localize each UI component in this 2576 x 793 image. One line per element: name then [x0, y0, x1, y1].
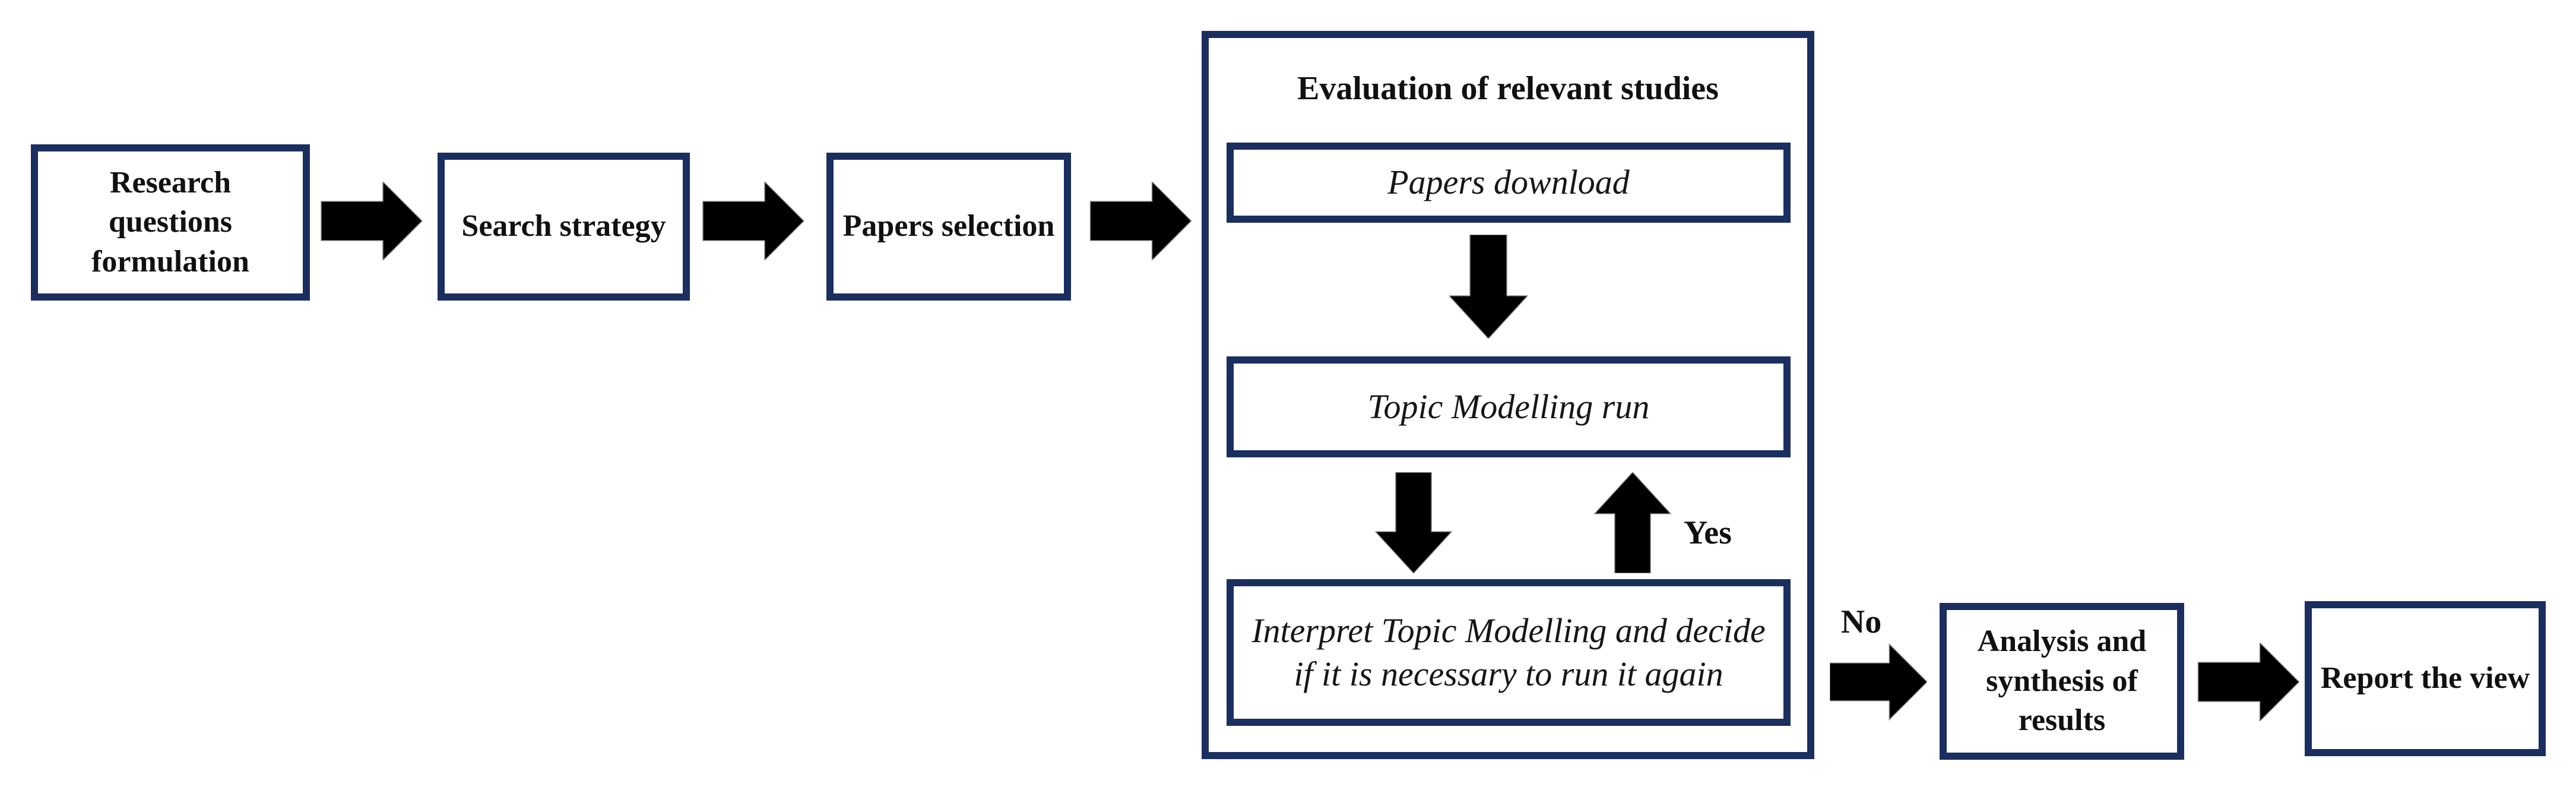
arrow-down-icon	[1374, 472, 1453, 573]
analysis-box: Analysis and synthesis of results	[1940, 603, 2184, 760]
step-label-search-strategy: Search strategy	[461, 209, 666, 244]
evaluation-title: Evaluation of relevant studies	[1297, 70, 1719, 107]
arrow-right-icon	[2197, 643, 2300, 721]
report-box: Report the view	[2305, 601, 2546, 756]
report-label: Report the view	[2320, 661, 2530, 696]
evaluation-container: Evaluation of relevant studies Papers do…	[1202, 31, 1814, 759]
arrow-right-icon	[1089, 182, 1192, 260]
topic-modelling-box: Topic Modelling run	[1227, 356, 1791, 457]
arrow-right-icon	[1830, 643, 1927, 721]
topic-modelling-label: Topic Modelling run	[1367, 387, 1650, 426]
yes-label: Yes	[1684, 514, 1732, 551]
step-label-research-questions: Research questions formulation	[91, 165, 249, 279]
arrow-down-icon	[1449, 235, 1528, 339]
step-box-papers-selection: Papers selection	[826, 153, 1071, 301]
step-box-search-strategy: Search strategy	[438, 153, 690, 301]
no-label: No	[1840, 604, 1882, 640]
papers-download-label: Papers download	[1387, 163, 1630, 202]
step-box-research-questions: Research questions formulation	[31, 144, 310, 301]
arrow-up-icon	[1593, 472, 1672, 573]
interpret-box: Interpret Topic Modelling and decide if …	[1227, 579, 1791, 726]
analysis-label: Analysis and synthesis of results	[1977, 624, 2147, 738]
step-label-papers-selection: Papers selection	[842, 209, 1055, 244]
arrow-right-icon	[702, 182, 804, 260]
arrow-right-icon	[321, 182, 423, 260]
papers-download-box: Papers download	[1227, 143, 1791, 223]
interpret-label: Interpret Topic Modelling and decide if …	[1251, 611, 1766, 693]
